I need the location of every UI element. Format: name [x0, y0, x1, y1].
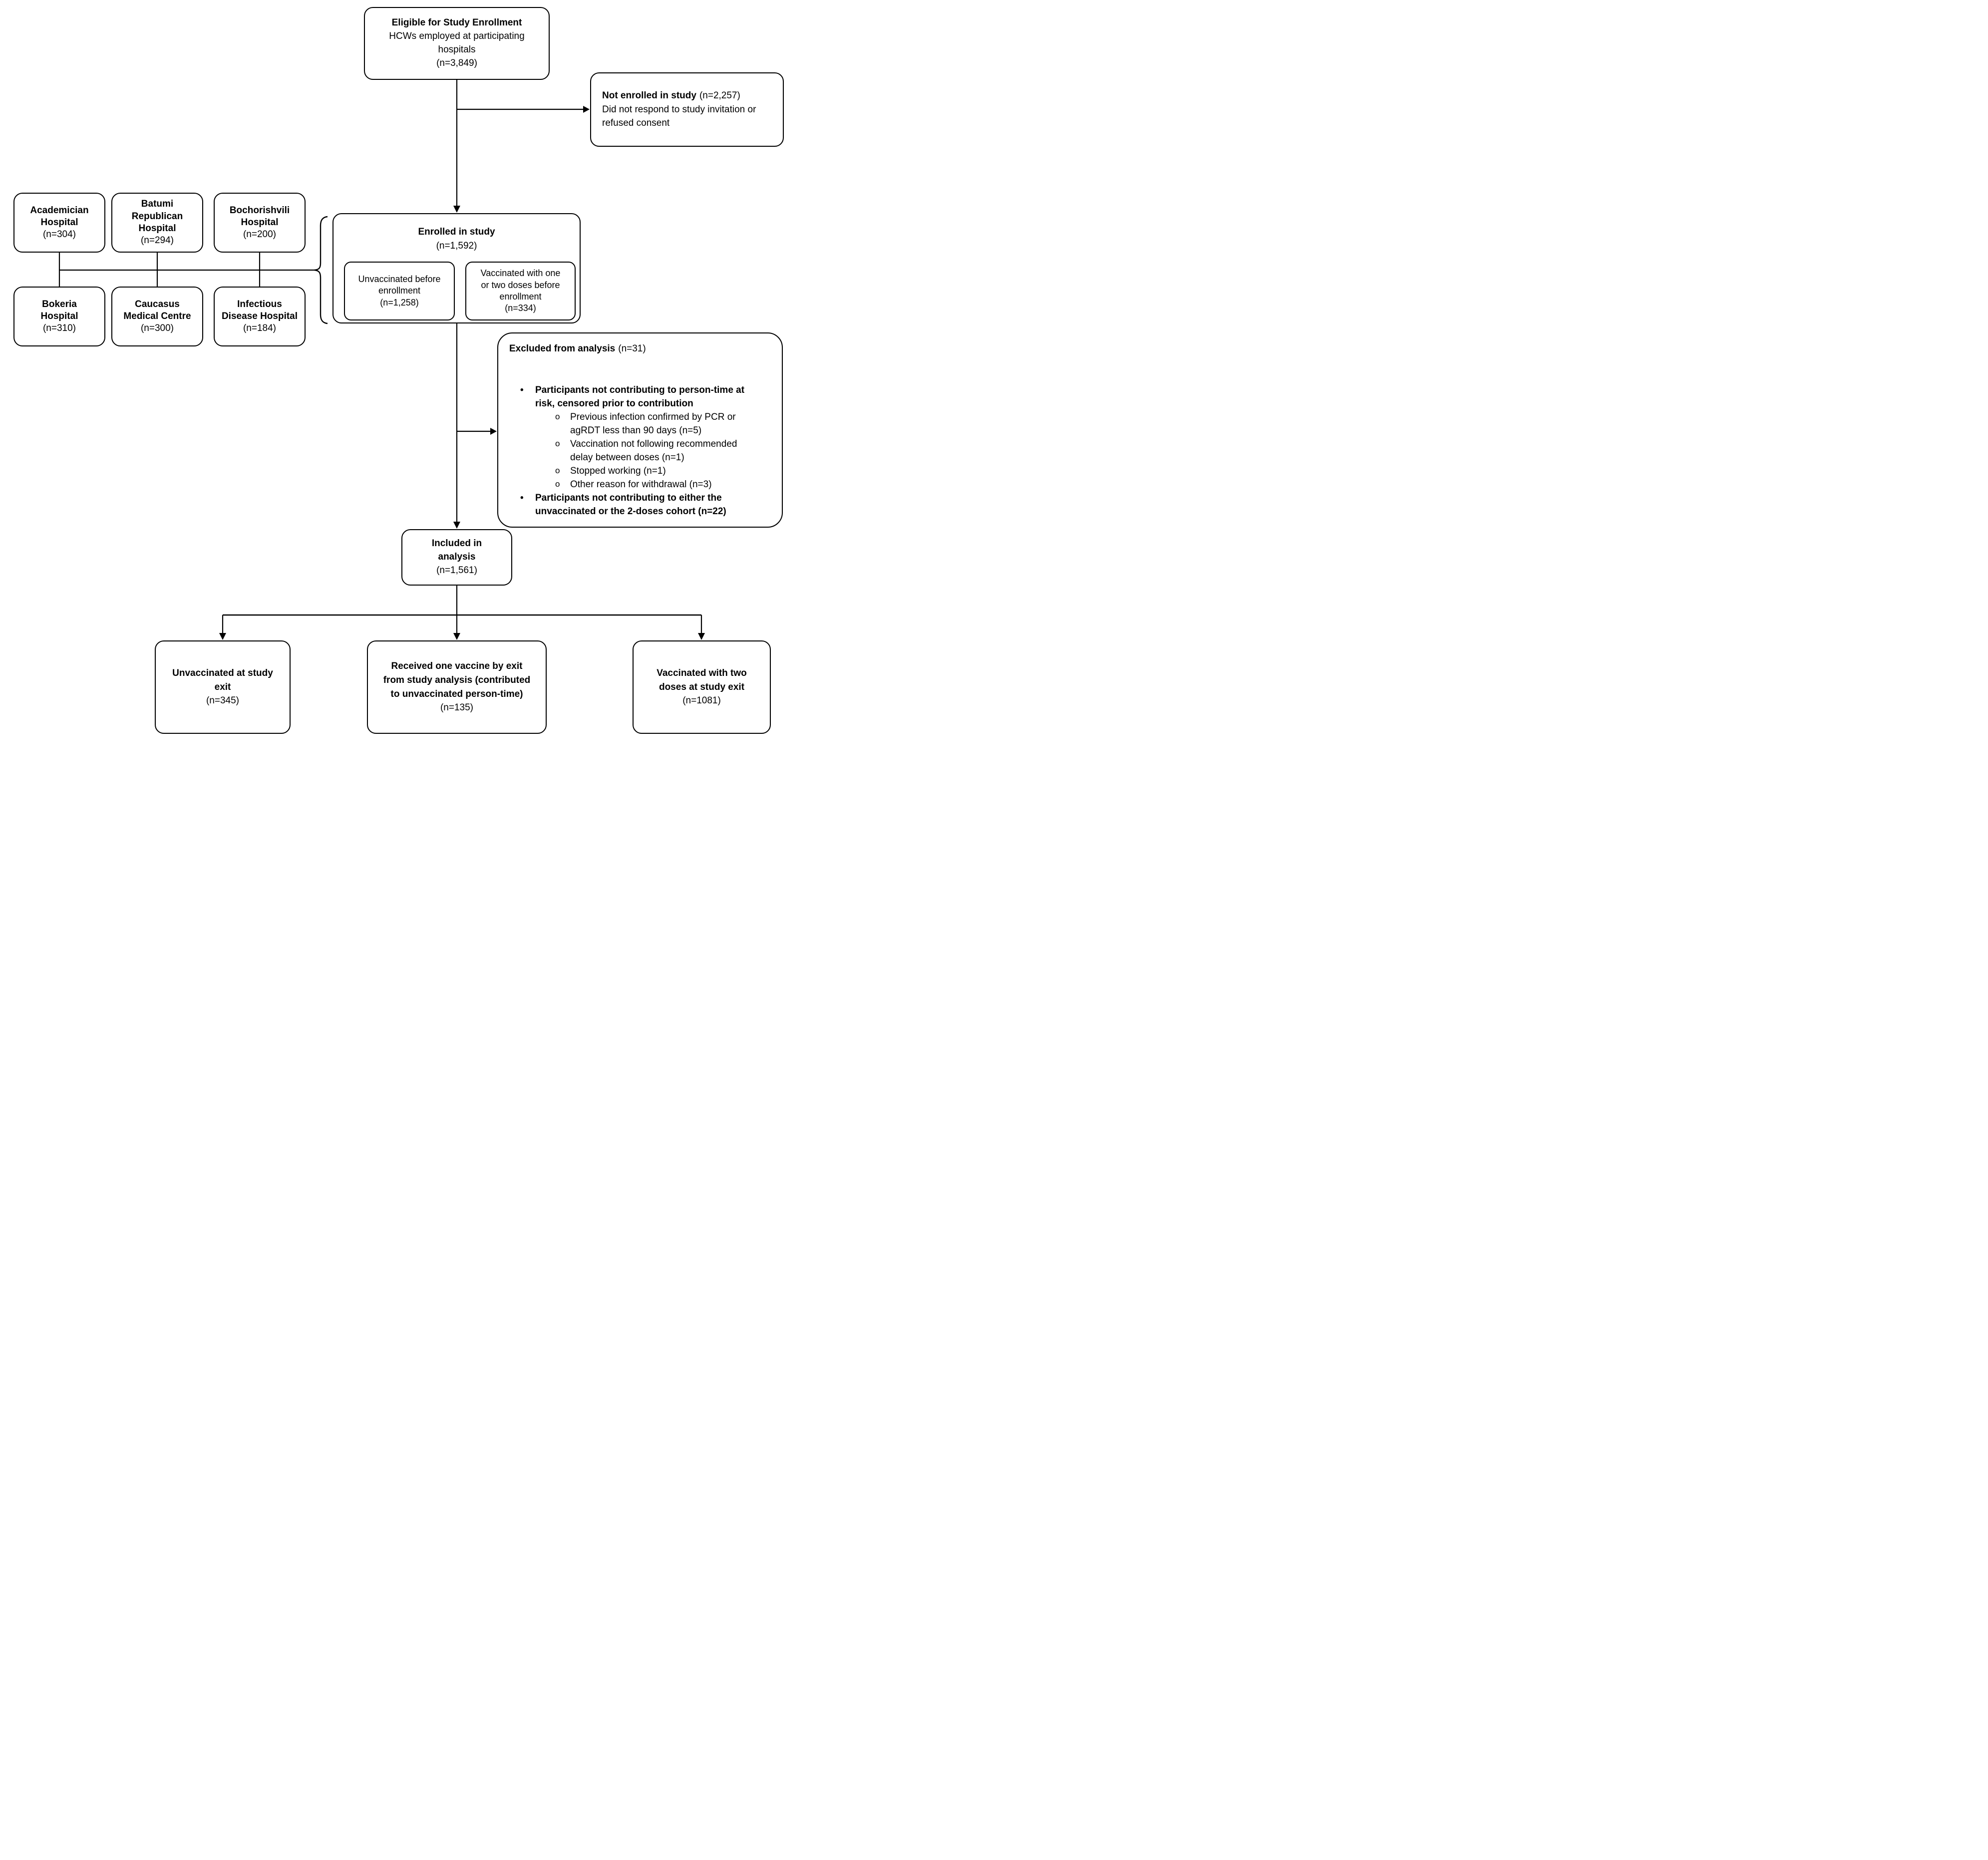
exclusion-sub-bullet: o Vaccination not following recommended …: [555, 438, 765, 465]
hospital-name-line: Medical Centre: [123, 310, 191, 321]
node-title-line: Unvaccinated at study: [172, 668, 273, 679]
node-eligible: Eligible for Study Enrollment HCWs emplo…: [364, 7, 550, 80]
node-hospital-academician: Academician Hospital (n=304): [13, 193, 105, 253]
sub-bullet-text: Previous infection confirmed by PCR or a…: [570, 411, 736, 436]
node-count: (n=1,592): [436, 240, 477, 251]
node-one-vaccine-by-exit: Received one vaccine by exit from study …: [367, 640, 547, 734]
node-count: (n=3,849): [436, 57, 477, 68]
node-title: Eligible for Study Enrollment: [391, 17, 522, 28]
node-count: (n=1,561): [436, 565, 477, 576]
exclusion-list: • Participants not contributing to perso…: [509, 384, 765, 519]
hospital-name-line: Academician: [30, 205, 89, 216]
hospital-name-line: Caucasus: [135, 299, 180, 310]
arrowhead-enrolled-icon: [453, 206, 460, 213]
subnode-line: Unvaccinated before: [358, 274, 441, 284]
exclusion-bullet: • Participants not contributing to eithe…: [520, 492, 765, 519]
node-unvaccinated-before-enrollment: Unvaccinated before enrollment (n=1,258): [344, 262, 455, 320]
node-unvaccinated-at-exit: Unvaccinated at study exit (n=345): [155, 640, 291, 734]
circle-bullet-icon: o: [555, 479, 560, 489]
hospital-count: (n=304): [42, 229, 76, 240]
node-subtitle-line: hospitals: [438, 44, 476, 55]
node-title-line: Received one vaccine by exit: [391, 661, 523, 672]
node-title-line: Vaccinated with two: [657, 668, 747, 679]
node-count: (n=31): [618, 343, 646, 354]
node-title: Excluded from analysis: [509, 343, 616, 354]
hospital-name-line: Hospital: [40, 217, 78, 228]
sub-bullet-text: Other reason for withdrawal (n=3): [570, 479, 712, 490]
connector-layer: [58, 79, 705, 640]
node-title-line: from study analysis (contributed: [383, 674, 531, 685]
hospital-count: (n=310): [42, 323, 76, 334]
exclusion-sub-bullet: o Stopped working (n=1): [555, 465, 765, 478]
hospital-count: (n=200): [243, 229, 277, 240]
arrowhead-exit-right-icon: [698, 633, 705, 640]
hospital-count: (n=294): [140, 235, 174, 246]
subnode-line: Vaccinated with one: [480, 268, 561, 279]
node-hospital-bochorishvili: Bochorishvili Hospital (n=200): [214, 193, 306, 253]
node-not-enrolled: Not enrolled in study(n=2,257) Did not r…: [590, 72, 784, 147]
node-vaccinated-before-enrollment: Vaccinated with one or two doses before …: [465, 262, 576, 320]
node-included: Included in analysis (n=1,561): [401, 529, 512, 586]
subnode-line: enrollment: [378, 286, 421, 296]
node-hospital-batumi: Batumi Republican Hospital (n=294): [111, 193, 203, 253]
bullet-text: Participants not contributing to person-…: [535, 384, 745, 409]
bullet-text: Participants not contributing to either …: [535, 492, 726, 517]
circle-bullet-icon: o: [555, 465, 560, 475]
node-title-row: Excluded from analysis(n=31): [509, 342, 646, 356]
arrowhead-not-enrolled-icon: [583, 106, 590, 113]
node-title-line: analysis: [438, 552, 476, 563]
node-title: Not enrolled in study: [602, 90, 696, 101]
arrowhead-included-icon: [453, 522, 460, 529]
hospital-count: (n=184): [243, 323, 277, 334]
circle-bullet-icon: o: [555, 438, 560, 448]
node-excluded: Excluded from analysis(n=31) • Participa…: [497, 332, 783, 528]
flowchart-page: { "colors": { "background": "#ffffff", "…: [0, 0, 795, 744]
node-count: (n=345): [206, 695, 240, 706]
hospital-name-line: Bochorishvili: [229, 205, 290, 216]
hospital-name-line: Hospital: [138, 223, 176, 234]
node-title-row: Not enrolled in study(n=2,257): [602, 89, 740, 103]
exclusion-bullet: • Participants not contributing to perso…: [520, 384, 765, 411]
curly-brace-icon: [314, 216, 328, 324]
hospital-name-line: Bokeria: [42, 299, 77, 310]
node-title-line: exit: [214, 681, 231, 692]
hospital-name-line: Hospital: [40, 310, 78, 321]
subnode-count: (n=1,258): [380, 297, 419, 308]
arrowhead-exit-mid-icon: [453, 633, 460, 640]
exclusion-sub-bullet: o Previous infection confirmed by PCR or…: [555, 411, 765, 438]
node-count: (n=135): [440, 702, 474, 713]
node-title-line: doses at study exit: [659, 681, 745, 692]
subnode-line: or two doses before: [481, 280, 560, 290]
arrowhead-excluded-icon: [490, 428, 497, 435]
hospital-name-line: Hospital: [241, 217, 279, 228]
node-count: (n=2,257): [699, 90, 740, 101]
node-desc-line: Did not respond to study invitation or: [602, 104, 756, 115]
node-hospital-caucasus: Caucasus Medical Centre (n=300): [111, 287, 203, 346]
node-hospital-bokeria: Bokeria Hospital (n=310): [13, 287, 105, 346]
node-title-line: to unvaccinated person-time): [390, 688, 523, 699]
node-two-doses-at-exit: Vaccinated with two doses at study exit …: [633, 640, 771, 734]
exclusion-sub-bullet: o Other reason for withdrawal (n=3): [555, 478, 765, 492]
node-enrolled: Enrolled in study (n=1,592) Unvaccinated…: [332, 213, 581, 323]
hospital-name-line: Republican: [131, 211, 183, 222]
subnode-line: enrollment: [499, 292, 542, 302]
node-title: Enrolled in study: [418, 227, 495, 237]
arrowhead-exit-left-icon: [219, 633, 226, 640]
hospital-name-line: Batumi: [141, 199, 174, 210]
node-count: (n=1081): [682, 695, 721, 706]
node-hospital-infectious-disease: Infectious Disease Hospital (n=184): [214, 287, 306, 346]
subnode-count: (n=334): [505, 303, 536, 313]
node-desc-line: refused consent: [602, 118, 670, 129]
sub-bullet-text: Vaccination not following recommended de…: [570, 438, 737, 463]
node-title-line: Included in: [431, 538, 482, 549]
sub-bullet-text: Stopped working (n=1): [570, 465, 666, 476]
bullet-icon: •: [520, 492, 524, 503]
hospital-name-line: Disease Hospital: [221, 310, 298, 321]
circle-bullet-icon: o: [555, 411, 560, 421]
node-subtitle-line: HCWs employed at participating: [389, 31, 525, 42]
hospital-name-line: Infectious: [237, 299, 282, 310]
hospital-count: (n=300): [140, 323, 174, 334]
bullet-icon: •: [520, 384, 524, 395]
